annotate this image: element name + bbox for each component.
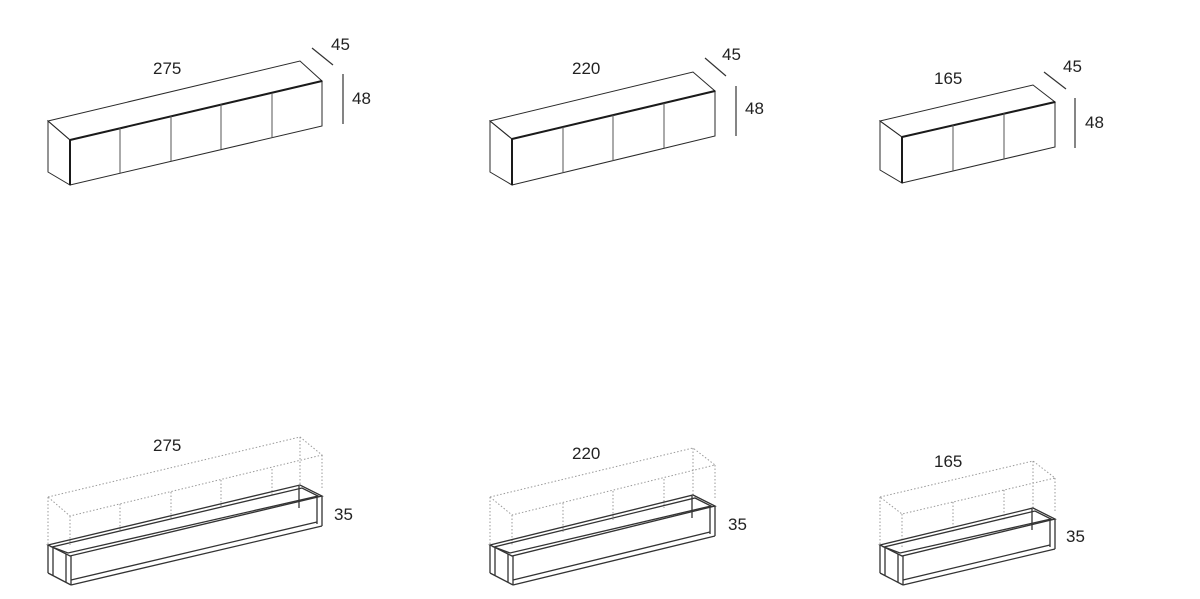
height-label: 35 bbox=[728, 515, 747, 534]
top-face bbox=[488, 71, 717, 140]
height-label: 35 bbox=[334, 505, 353, 524]
depth-dimension-line bbox=[311, 47, 334, 66]
width-label: 165 bbox=[934, 69, 962, 88]
top-face bbox=[46, 60, 324, 141]
height-label: 48 bbox=[1085, 113, 1104, 132]
front-top-edge bbox=[901, 101, 1056, 138]
frame-bottom-rail bbox=[70, 521, 318, 581]
wall-unit-220: 220 45 48 bbox=[488, 45, 764, 186]
front-face bbox=[901, 101, 1056, 184]
depth-label: 45 bbox=[722, 45, 741, 64]
depth-dimension-line bbox=[704, 57, 727, 77]
frame-top-rail-inner bbox=[881, 510, 1053, 554]
side-face bbox=[879, 120, 903, 184]
frame-bottom-rail bbox=[902, 544, 1051, 581]
frame-unit-165: 165 35 bbox=[878, 452, 1085, 586]
frame-bottom-rail bbox=[512, 531, 711, 581]
frame-foot bbox=[47, 572, 72, 586]
wall-unit-165: 165 45 48 bbox=[878, 57, 1104, 184]
frame-bottom-rail bbox=[512, 535, 716, 586]
metal-frame bbox=[488, 494, 717, 586]
frame-unit-275: 275 35 bbox=[46, 436, 353, 586]
depth-label: 45 bbox=[1063, 57, 1082, 76]
metal-frame bbox=[878, 507, 1057, 586]
height-label: 48 bbox=[745, 99, 764, 118]
top-face bbox=[878, 84, 1057, 138]
frame-unit-220: 220 35 bbox=[488, 444, 747, 586]
height-label: 35 bbox=[1066, 527, 1085, 546]
depth-dimension-line bbox=[1043, 71, 1067, 90]
front-face bbox=[69, 80, 323, 186]
frame-top-rail bbox=[46, 484, 324, 557]
frame-bottom-rail bbox=[70, 525, 323, 586]
frame-top-rail-inner bbox=[491, 497, 713, 554]
height-label: 48 bbox=[352, 89, 371, 108]
frame-top-rail bbox=[878, 507, 1057, 557]
width-label: 275 bbox=[153, 436, 181, 455]
frame-bottom-rail bbox=[902, 548, 1056, 586]
ghost-top bbox=[878, 460, 1057, 515]
ghost-top bbox=[488, 447, 717, 516]
width-label: 165 bbox=[934, 452, 962, 471]
frame-top-rail bbox=[488, 494, 717, 557]
width-label: 220 bbox=[572, 59, 600, 78]
front-top-edge bbox=[69, 80, 323, 141]
width-label: 275 bbox=[153, 59, 181, 78]
width-label: 220 bbox=[572, 444, 600, 463]
frame-foot bbox=[879, 572, 904, 586]
frame-foot bbox=[489, 572, 514, 586]
depth-label: 45 bbox=[331, 35, 350, 54]
wall-unit-275: 275 45 48 bbox=[46, 35, 371, 186]
frame-top-rail-inner bbox=[49, 487, 320, 554]
metal-frame bbox=[46, 484, 324, 586]
